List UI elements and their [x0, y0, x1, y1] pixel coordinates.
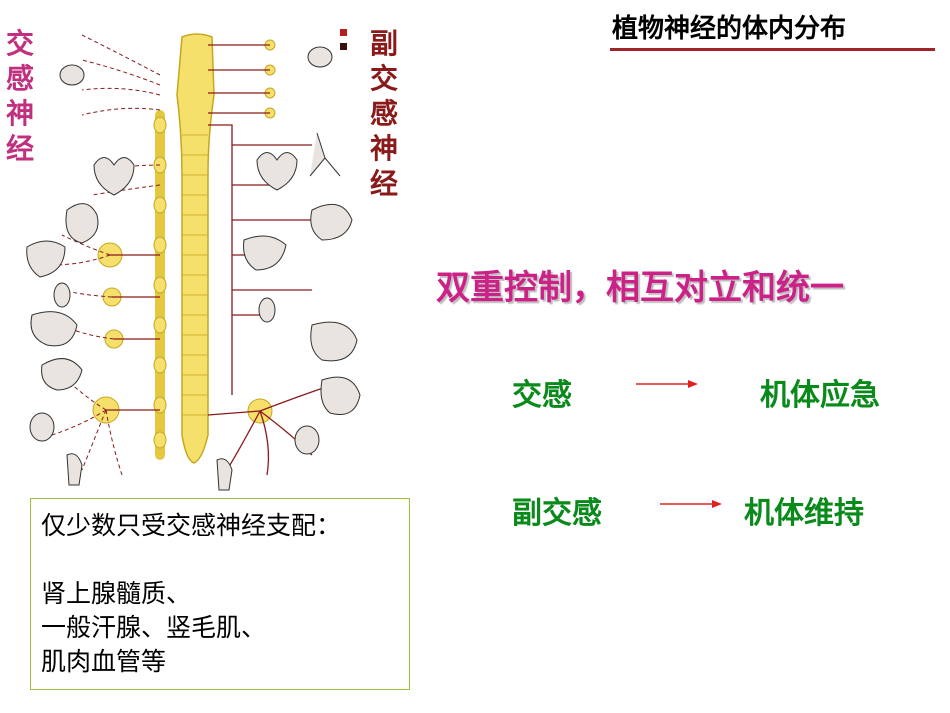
label-char: 经 [370, 167, 399, 200]
stomach-organ [65, 203, 99, 244]
heart-organ [93, 157, 135, 196]
colon-organ [41, 358, 83, 391]
emergency-effect: 机体应急 [760, 378, 880, 413]
note-line: 肌肉血管等 [41, 647, 167, 676]
label-char: 感 [370, 97, 399, 130]
genital-organ [66, 453, 83, 486]
autonomic-nerve-illustration [26, 29, 361, 491]
slide-title: 植物神经的体内分布 [612, 14, 847, 44]
intestine-organ [30, 311, 78, 347]
colon-organ [320, 376, 361, 415]
arrow-right-icon [660, 500, 722, 508]
note-spacer [41, 543, 399, 577]
kidney-organ [53, 282, 71, 308]
intestine-organ [310, 321, 358, 362]
eye-organ [307, 46, 333, 68]
bladder-organ [29, 412, 55, 442]
note-line: 肾上腺髓质、 [41, 579, 192, 608]
parasympathetic-term: 副交感 [512, 496, 602, 531]
note-box: 仅少数只受交感神经支配： 肾上腺髓质、 一般汗腺、竖毛肌、 肌肉血管等 [30, 498, 410, 690]
sympathetic-vertical-label: 交 感 神 经 [6, 26, 34, 166]
liver-organ [26, 240, 66, 278]
bladder-organ [294, 425, 320, 455]
arrow-right-icon [636, 380, 698, 388]
heart-organ [256, 152, 298, 191]
lung-organ [309, 132, 341, 177]
genital-organ [216, 458, 233, 491]
spinal-cord [176, 33, 215, 464]
label-char: 神 [370, 132, 399, 165]
label-char: 神 [6, 97, 35, 130]
kidney-organ [258, 297, 276, 323]
note-line: 一般汗腺、竖毛肌、 [41, 613, 267, 642]
maintenance-effect: 机体维持 [744, 496, 864, 531]
parasympathetic-vertical-label: 副 交 感 神 经 [370, 26, 398, 201]
sympathetic-term: 交感 [512, 378, 572, 413]
eye-organ [59, 64, 85, 86]
label-char: 交 [370, 62, 399, 95]
label-char: 副 [370, 27, 399, 60]
label-char: 感 [6, 62, 35, 95]
title-underline [610, 48, 935, 51]
label-char: 经 [6, 132, 35, 165]
note-heading: 仅少数只受交感神经支配： [41, 511, 342, 540]
subtitle: 双重控制，相互对立和统一 [436, 268, 844, 308]
stomach-organ [310, 203, 353, 241]
liver-organ [243, 235, 287, 271]
legend-swatches [340, 29, 347, 50]
label-char: 交 [6, 27, 35, 60]
